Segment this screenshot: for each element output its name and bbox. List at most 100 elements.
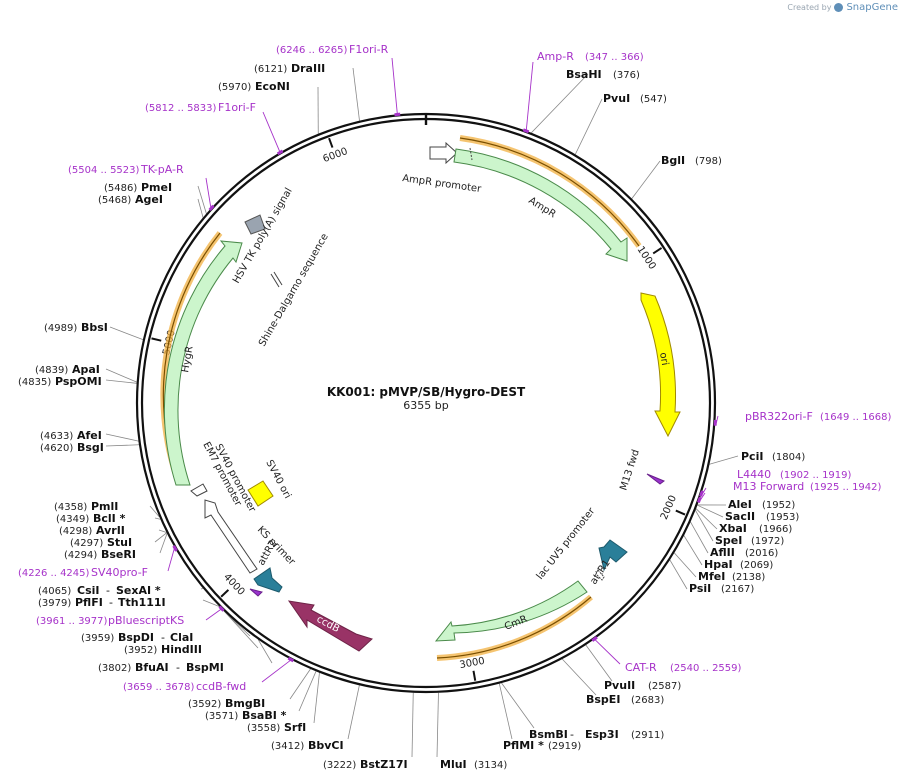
site-csii-sexai[interactable]: (4065)CsiI-SexAI * (38, 584, 161, 597)
primer-ccdb-fwd[interactable]: (3659 .. 3678)ccdB-fwd (123, 680, 246, 693)
sv40-promoter-arrow (190, 483, 208, 497)
site-bsahi[interactable]: BsaHI(376) (566, 68, 640, 81)
site-position: (4297) (70, 538, 103, 549)
site-econi[interactable]: (5970)EcoNI (218, 80, 290, 93)
primer-f1ori-f[interactable]: (5812 .. 5833)F1ori-F (145, 101, 256, 114)
site-bsabi[interactable]: (3571)BsaBI * (205, 709, 287, 722)
credit-prefix: Created by (787, 3, 832, 12)
primer-leader (261, 660, 291, 683)
site-bstz17i[interactable]: (3222)BstZ17I (323, 758, 408, 771)
site-srfi[interactable]: (3558)SrfI (247, 721, 306, 734)
site-pmli[interactable]: (4358)PmlI (54, 500, 118, 513)
primer-position: (3961 .. 3977) (36, 616, 108, 627)
site-bgli[interactable]: BglI(798) (661, 154, 722, 167)
site-psii[interactable]: PsiI(2167) (689, 582, 754, 595)
site-spei[interactable]: SpeI(1972) (715, 534, 784, 547)
site-position: (2016) (745, 548, 778, 559)
site-position: (4633) (40, 431, 73, 442)
primer-leader (594, 639, 621, 665)
primer-pbluescriptks[interactable]: (3961 .. 3977)pBluescriptKS (36, 614, 184, 627)
primer-cat-r[interactable]: CAT-R(2540 .. 2559) (625, 661, 742, 674)
site-bfuai-bspmi[interactable]: (3802)BfuAI-BspMI (98, 661, 224, 674)
site-leader (347, 685, 360, 740)
primer-pbr322ori-f[interactable]: pBR322ori-F(1649 .. 1668) (745, 410, 892, 423)
site-pspomi[interactable]: (4835)PspOMI (18, 375, 102, 388)
site-name: BsaBI * (242, 709, 287, 722)
site-position: (547) (640, 94, 667, 105)
site-leader (257, 639, 273, 664)
primer-position: (6246 .. 6265) (276, 45, 348, 56)
site-hpai[interactable]: HpaI(2069) (704, 558, 773, 571)
primer-site-mark (394, 112, 401, 117)
site-apai[interactable]: (4839)ApaI (35, 363, 100, 376)
primer-tk-pa-r[interactable]: (5504 .. 5523)TK-pA-R (68, 163, 184, 176)
site-bspdi-clai[interactable]: (3959)BspDI-ClaI (81, 631, 193, 644)
primer-leader (205, 177, 212, 208)
primer-site-mark (696, 496, 702, 504)
site-name: PvuI (603, 92, 630, 105)
site-bseri[interactable]: (4294)BseRI (64, 548, 136, 561)
site-aflii[interactable]: AflII(2016) (710, 546, 778, 559)
primer-name: M13 Forward (733, 480, 804, 493)
site-agei[interactable]: (5468)AgeI (98, 193, 163, 206)
site-hindiii[interactable]: (3952)HindIII (124, 643, 202, 656)
site-bbsi[interactable]: (4989)BbsI (44, 321, 108, 334)
site-position: (3222) (323, 760, 356, 771)
primer-sv40pro-f[interactable]: (4226 .. 4245)SV40pro-F (18, 566, 148, 579)
site-position: (3959) (81, 633, 114, 644)
site-name: BmgBI (225, 697, 265, 710)
site-bcli[interactable]: (4349)BclI * (56, 512, 126, 525)
site-position: (3134) (474, 760, 507, 771)
site-leader (531, 73, 589, 134)
primer-leader (525, 61, 534, 130)
site-name: BseRI (101, 548, 136, 561)
site-pcii[interactable]: PciI(1804) (741, 450, 805, 463)
site-xbai[interactable]: XbaI(1966) (719, 522, 792, 535)
site-pflmi[interactable]: PflMI *(2919) (503, 739, 581, 752)
site-bsmbi-esp3i[interactable]: BsmBI-Esp3I(2911) (529, 728, 664, 741)
site-leader (105, 379, 137, 384)
site-bbvci[interactable]: (3412)BbvCI (271, 739, 344, 752)
site-name: HindIII (161, 643, 202, 656)
site-position: (4839) (35, 365, 68, 376)
site-pmei[interactable]: (5486)PmeI (104, 181, 172, 194)
site-name-2: SexAI * (116, 584, 161, 597)
site-stui[interactable]: (4297)StuI (70, 536, 132, 549)
site-mfei[interactable]: MfeI(2138) (698, 570, 765, 583)
primer-amp-r[interactable]: Amp-R(347 .. 366) (537, 50, 644, 63)
site-alei[interactable]: AleI(1952) (728, 498, 795, 511)
site-mlui[interactable]: MluI(3134) (440, 758, 507, 771)
site-bmgbi[interactable]: (3592)BmgBI (188, 697, 265, 710)
site-draiii[interactable]: (6121)DraIII (254, 62, 325, 75)
site-bsgi[interactable]: (4620)BsgI (40, 441, 104, 454)
site-bspei[interactable]: BspEI(2683) (586, 693, 664, 706)
site-leader (109, 326, 144, 341)
primer-leader (699, 492, 706, 501)
tick-mark (472, 670, 477, 681)
site-afei[interactable]: (4633)AfeI (40, 429, 102, 442)
site-avrii[interactable]: (4298)AvrII (59, 524, 125, 537)
site-name: SacII (725, 510, 755, 523)
primer-leader (702, 487, 707, 495)
primer-name: F1ori-F (218, 101, 256, 114)
primer-position: (4226 .. 4245) (18, 568, 90, 579)
site-name: PspOMI (55, 375, 102, 388)
primer-m13-forward[interactable]: M13 Forward(1925 .. 1942) (733, 480, 882, 493)
site-sacii[interactable]: SacII(1953) (725, 510, 799, 523)
site-leader (289, 668, 311, 700)
primer-leader (262, 111, 281, 152)
primer-site-mark (218, 605, 225, 612)
primer-l4440[interactable]: L4440(1902 .. 1919) (737, 468, 852, 481)
primer-position: (5812 .. 5833) (145, 103, 217, 114)
primer-f1ori-r[interactable]: (6246 .. 6265)F1ori-R (276, 43, 389, 56)
sv40-ori-block (247, 480, 274, 507)
ampr-arrow (453, 148, 628, 262)
tick-mark (151, 337, 162, 342)
primer-name: Amp-R (537, 50, 574, 63)
site-pflfi-tth111i[interactable]: (3979)PflFI-Tth111I (38, 596, 166, 609)
m13-fwd-mark (646, 473, 666, 485)
site-leader (159, 533, 168, 554)
site-pvuii[interactable]: PvuII(2587) (604, 679, 681, 692)
site-pvui-547[interactable]: PvuI (547) (603, 92, 667, 105)
site-position: (5468) (98, 195, 131, 206)
